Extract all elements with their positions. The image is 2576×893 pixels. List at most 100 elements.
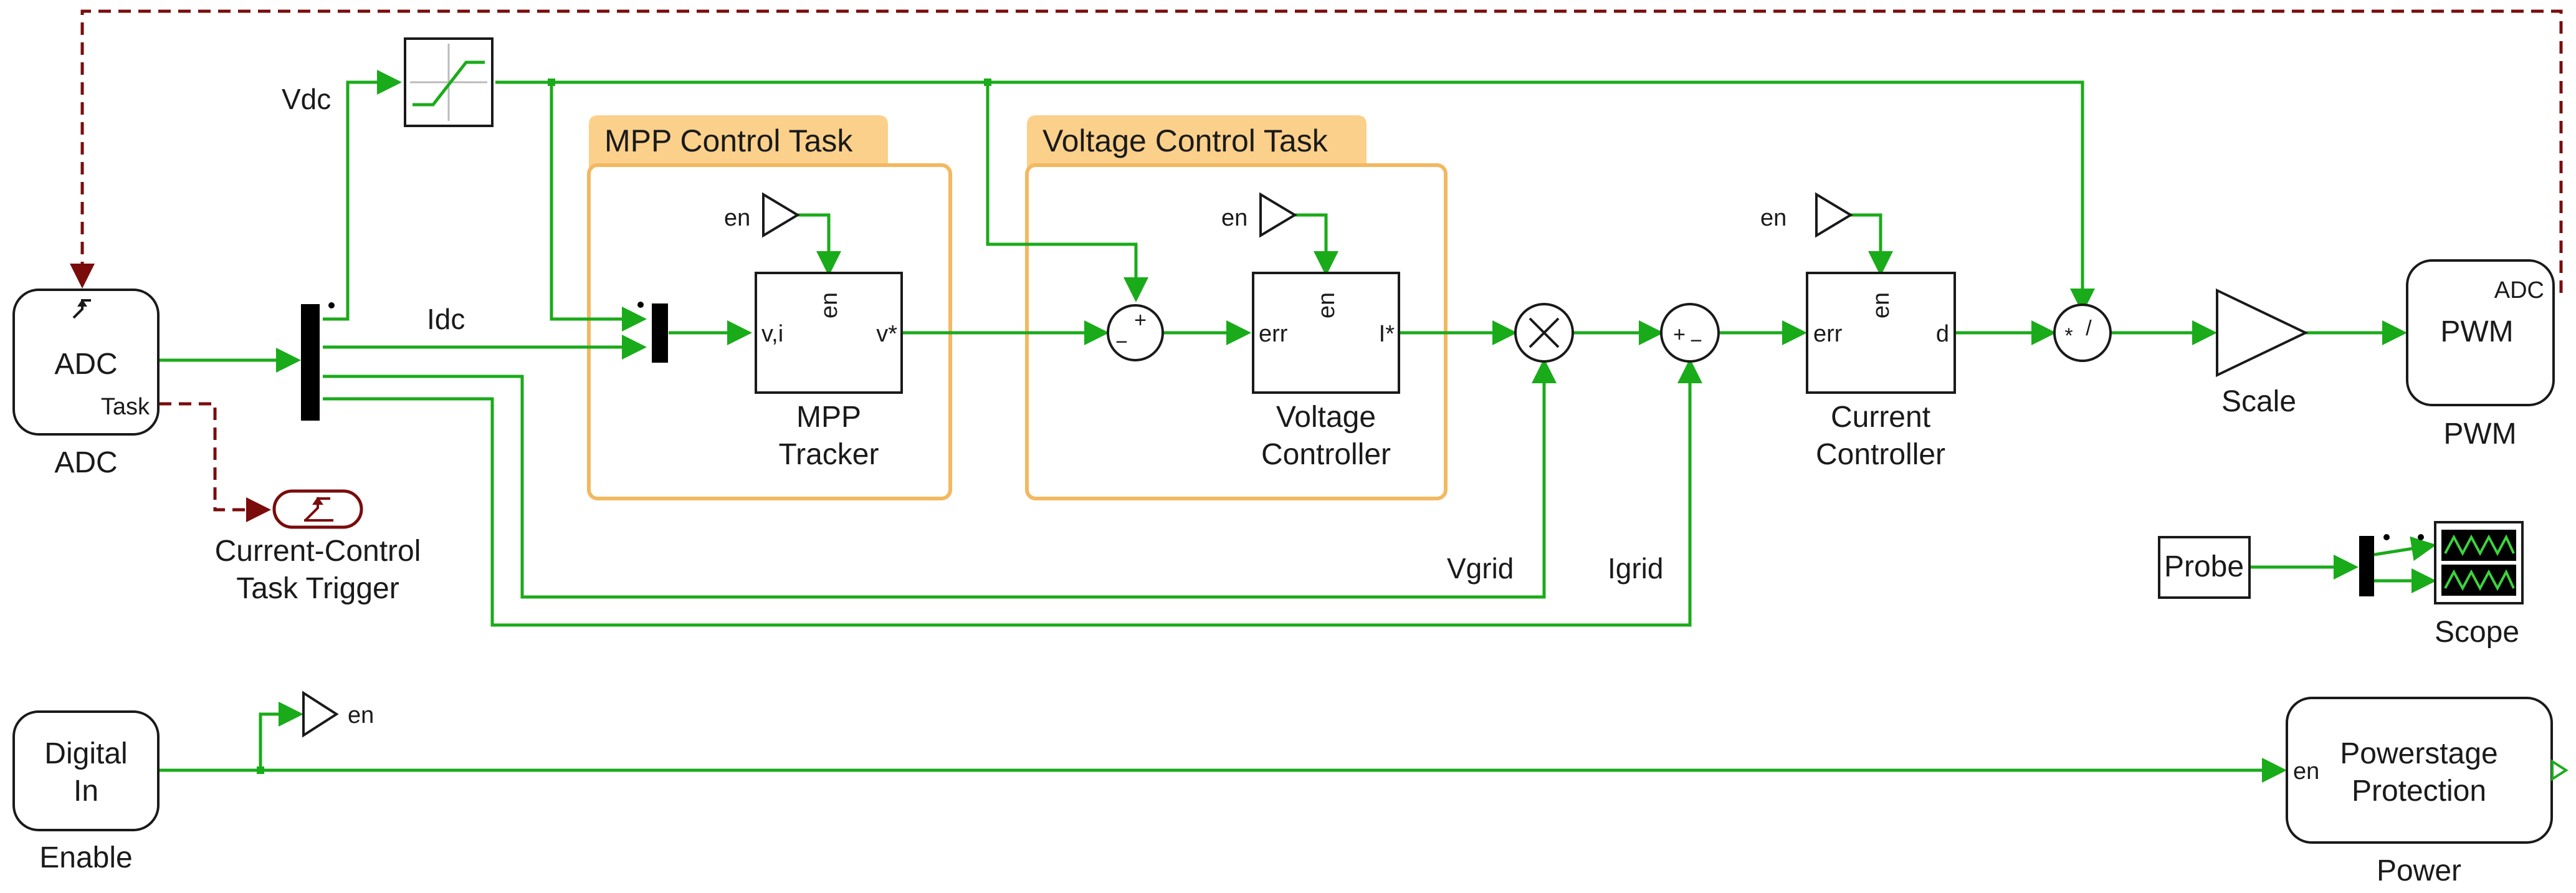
vctrl-caption-1: Voltage [1276,401,1376,434]
sum-plus: + [1134,308,1147,332]
vdc-bus-wire[interactable] [495,80,2095,313]
divide-block[interactable]: * / [2053,303,2112,362]
sum-block-1[interactable]: + − [1107,304,1164,361]
mux-bar[interactable] [652,303,668,363]
scope-wire-1[interactable] [2373,536,2436,561]
goto-en-mpp[interactable]: en [724,192,800,238]
mpp-en-port: en [816,292,842,318]
goto-triangle [1815,192,1853,238]
signal-vdc-label: Vdc [282,83,331,115]
probe-box [2158,536,2251,599]
digital-in-box [12,710,160,831]
cctrl-input-port: err [1813,321,1843,347]
node-vdc-1 [548,79,555,86]
powerstage-line1: Powerstage [2340,737,2497,770]
mpp-caption-2: Tracker [779,438,879,471]
goto-label: en [348,702,374,728]
mpp-task-label: MPP Control Task [604,123,853,158]
divide-div-sign: / [2086,317,2092,340]
goto-en-enable[interactable]: en [302,690,374,738]
cctrl-en-port: en [1868,292,1894,318]
mpp-input-port: v,i [761,321,783,347]
en-to-mpp-wire[interactable] [798,213,841,276]
pwm-caption: PWM [2443,418,2516,451]
powerstage-block[interactable]: en Powerstage Protection Power [2286,697,2569,887]
sum-minus: − [1115,330,1128,354]
divide-mul-sign: * [2064,324,2073,348]
voltage-control-task[interactable]: Voltage Control Task [1025,115,1448,500]
task-trigger-block[interactable]: Current-Control Task Trigger [215,489,421,605]
product-block[interactable] [1514,303,1574,363]
output-port-icon [2551,759,2569,781]
mpp-tracker-block[interactable]: v,i v* en MPP Tracker [755,272,903,471]
probe-dot-1 [2383,534,2390,540]
pwm-box [2406,259,2555,406]
vctrl-output-port: I* [1379,321,1395,347]
scope-screen-2 [2441,565,2516,596]
pwm-adc-trigger-wire[interactable] [70,9,2563,293]
current-controller-block[interactable]: err d en Current Controller [1806,272,1956,471]
scope-block[interactable]: Scope [2434,521,2524,649]
demux-bar[interactable] [301,304,320,421]
signal-idc-label: Idc [427,303,465,335]
voltage-task-tab [1027,115,1367,167]
vdc-wire[interactable] [323,70,402,321]
goto-en-voltage[interactable]: en [1221,192,1297,238]
mpp-tracker-box [755,272,903,394]
goto-triangle [302,690,339,738]
pwm-title: PWM [2440,315,2513,348]
mux-dot [637,302,644,308]
scope-wave-icon [2444,569,2515,591]
digital-in-block[interactable]: Digital In Enable [12,710,160,874]
en-to-cctrl-wire[interactable] [1851,213,1893,276]
saturation-block[interactable] [404,37,494,127]
node-enable [257,766,264,774]
adc-task-port: Task [101,394,150,420]
goto-en-current[interactable]: en [1760,192,1853,238]
sum-circle [1660,303,1720,363]
trigger-icon [72,299,91,319]
branch-nodes [257,79,991,774]
probe-title: Probe [2164,550,2244,583]
saturation-icon [413,60,485,107]
scope-caption: Scope [2435,616,2519,649]
pwm-adc-port: ADC [2494,277,2544,303]
current-controller-box [1806,272,1956,394]
demux-dot [328,302,335,308]
cctrl-caption-1: Current [1831,401,1930,434]
goto-triangle [762,192,800,238]
digital-in-line1: Digital [44,737,127,770]
scope-wave-icon [2444,534,2515,556]
vctrl-input-port: err [1259,321,1288,347]
goto-label: en [1221,205,1247,231]
powerstage-en-port: en [2293,758,2319,785]
scale-block[interactable]: Scale [2216,288,2309,418]
adc-block[interactable]: ADC Task ADC [12,289,160,479]
adc-caption: ADC [54,446,117,479]
sum-plus: + [1673,323,1686,346]
vdc-to-sum-wire[interactable] [986,82,1148,302]
pwm-block[interactable]: PWM ADC PWM [2406,259,2555,451]
sum-block-2[interactable]: + − [1660,303,1720,363]
task-trigger-wire[interactable] [159,402,271,522]
task-trigger-caption-1: Current-Control [215,535,421,568]
en-to-vctrl-wire[interactable] [1295,213,1338,276]
igrid-wire[interactable] [323,358,1702,627]
sum-minus: − [1690,329,1702,353]
enable-goto-wire[interactable] [259,702,303,770]
voltage-controller-block[interactable]: err I* en Voltage Controller [1252,272,1400,471]
adc-box [12,289,160,436]
powerstage-line2: Protection [2352,775,2486,808]
power-caption: Power [2377,854,2461,887]
cctrl-caption-2: Controller [1816,438,1945,471]
node-vdc-2 [984,79,991,86]
vctrl-caption-2: Controller [1261,438,1391,471]
scale-caption: Scale [2221,385,2296,418]
powerstage-box [2286,697,2553,844]
vdc-to-mux-wire[interactable] [550,82,647,332]
probe-demux-bar[interactable] [2359,536,2374,596]
trigger-wires [70,9,2563,522]
probe-block[interactable]: Probe [2158,536,2251,599]
vgrid-wire[interactable] [323,358,1557,599]
